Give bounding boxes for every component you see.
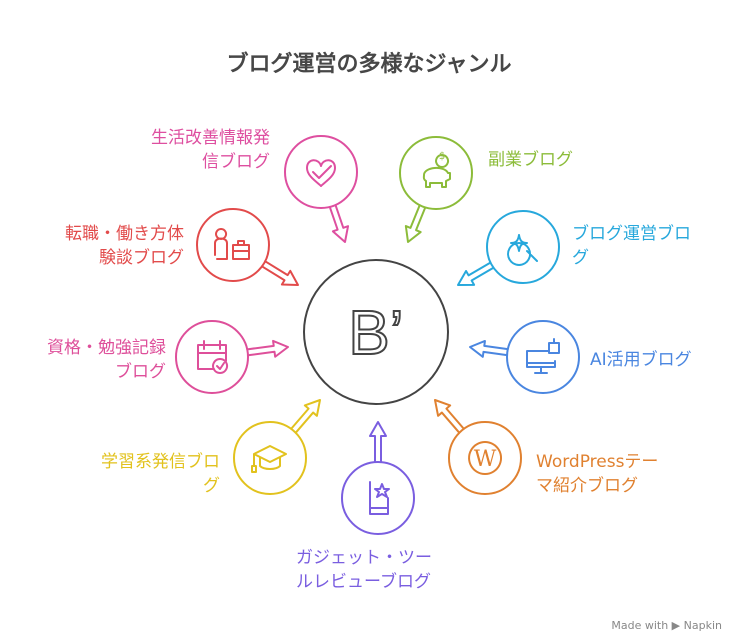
- arrow: [469, 339, 509, 358]
- arrow: [290, 399, 321, 434]
- label-blog-management: ブログ運営ブログ: [572, 224, 691, 268]
- label-side-job: 副業ブログ: [488, 150, 573, 170]
- svg-text:$: $: [439, 151, 445, 162]
- node-person-briefcase: [196, 208, 299, 286]
- label-lifestyle: 生活改善情報発信ブログ: [151, 128, 270, 172]
- label-learning: 学習系発信ブログ: [101, 452, 220, 496]
- label-ai: AI活用ブログ: [590, 350, 692, 370]
- node-graduation-cap: [233, 399, 321, 495]
- center-node: B’: [303, 259, 449, 405]
- label-career: 転職・働き方体験談ブログ: [65, 224, 184, 268]
- node-phone-star: [341, 421, 415, 535]
- arrow: [261, 260, 299, 286]
- node-heart-check: [284, 135, 358, 243]
- node-piggy-bank: $: [399, 136, 473, 243]
- svg-text:W: W: [474, 447, 497, 472]
- node-robot-monitor: [469, 320, 580, 394]
- arrow: [369, 421, 387, 463]
- label-gadget: ガジェット・ツールレビューブログ: [296, 548, 432, 592]
- arrow: [328, 204, 350, 243]
- arrow: [246, 339, 289, 358]
- arrow: [434, 399, 465, 434]
- wordpress-icon: W: [468, 441, 503, 475]
- robot-monitor-icon: [526, 338, 560, 374]
- diagram-title: ブログ運営の多様なジャンル: [226, 52, 512, 77]
- blog-logo-icon: B’: [348, 299, 403, 368]
- person-briefcase-icon: [214, 228, 250, 260]
- node-calendar-check: [175, 320, 289, 394]
- arrow: [457, 261, 495, 286]
- calendar-check-icon: [197, 340, 229, 374]
- phone-star-icon: [369, 481, 390, 515]
- heart-check-icon: [306, 159, 336, 187]
- napkin-credit: Made with ▶ Napkin: [611, 619, 722, 632]
- arrow: [404, 204, 427, 243]
- graduation-cap-icon: [251, 445, 287, 473]
- search-sparkle-icon: [507, 234, 538, 266]
- node-wordpress: W: [434, 399, 522, 495]
- label-study: 資格・勉強記録ブログ: [47, 338, 166, 382]
- node-search-sparkle: [457, 210, 560, 286]
- label-wordpress: WordPressテーマ紹介ブログ: [536, 452, 659, 496]
- piggy-bank-icon: $: [422, 151, 451, 188]
